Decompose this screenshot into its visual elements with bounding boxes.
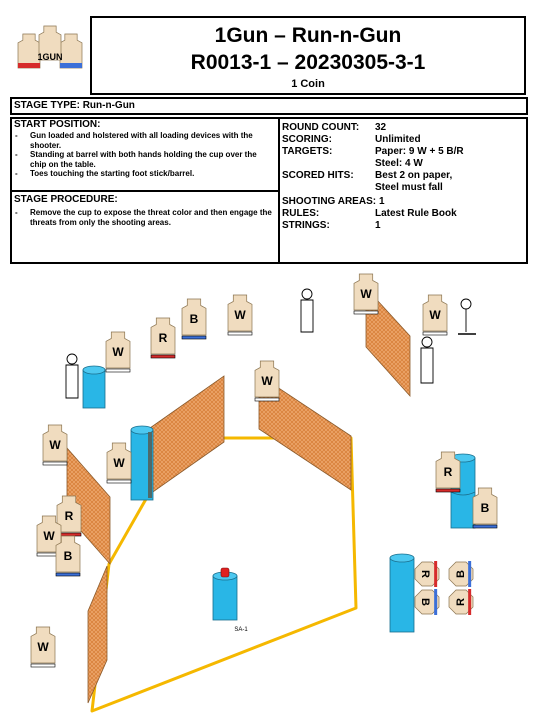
start-position-item: Standing at barrel with both hands holdi… [14, 150, 274, 169]
logo-target [38, 25, 62, 61]
wall-center-left [149, 375, 225, 495]
barrel-stack [130, 425, 154, 501]
target-letter: B [481, 501, 490, 515]
paper-target-white: W [42, 424, 68, 466]
targets-steel: Steel: 4 W [375, 158, 423, 169]
paper-target-blue: B [414, 589, 440, 615]
start-barrel [212, 567, 238, 621]
target-letter: W [360, 287, 372, 301]
target-letter: B [455, 570, 467, 578]
barrel-stack-bottom-right [389, 553, 415, 633]
paper-target-white: W [422, 294, 448, 336]
target-letter: W [112, 345, 124, 359]
logo-targets-icon: 1GUN [17, 25, 83, 69]
section-divider [12, 190, 278, 192]
target-letter: W [234, 308, 246, 322]
round-count-label: ROUND COUNT: [282, 122, 360, 133]
shooting-areas-label: SHOOTING AREAS: [282, 196, 377, 207]
target-letter: W [429, 308, 441, 322]
target-letter: B [64, 549, 73, 563]
paper-target-white: W [30, 626, 56, 668]
stage-procedure-list: Remove the cup to expose the threat colo… [12, 208, 278, 227]
target-letter: W [113, 456, 125, 470]
paper-target-red: R [435, 451, 461, 493]
scored-hits-label: SCORED HITS: [282, 170, 354, 181]
paper-target-blue: B [181, 298, 207, 340]
stage-title: 1Gun – Run-n-Gun [214, 24, 402, 47]
paper-target-red: R [56, 495, 82, 537]
strings-value: 1 [375, 220, 381, 231]
scored-hits-2: Steel must fall [375, 182, 443, 193]
target-letter: B [419, 598, 431, 606]
logo-target [17, 33, 41, 69]
paper-target-blue: B [472, 487, 498, 529]
paper-target-blue: B [448, 561, 474, 587]
target-letter: R [444, 465, 453, 479]
paper-target-red: R [448, 589, 474, 615]
stage-procedure-heading: STAGE PROCEDURE: [14, 194, 118, 205]
steel-popper-icon [458, 298, 476, 335]
target-letter: R [65, 509, 74, 523]
paper-target-white: W [36, 515, 62, 557]
rules-value: Latest Rule Book [375, 208, 457, 219]
start-position-item: Gun loaded and holstered with all loadin… [14, 131, 274, 150]
stage-info-box: START POSITION: Gun loaded and holstered… [10, 117, 528, 264]
targets-label: TARGETS: [282, 146, 333, 157]
targets-paper: Paper: 9 W + 5 B/R [375, 146, 464, 157]
target-letter: W [49, 438, 61, 452]
paper-target-white: W [254, 360, 280, 402]
wall-center-right [258, 374, 352, 491]
steel-target-silhouette [300, 288, 314, 333]
round-count-value: 32 [375, 122, 387, 133]
paper-target-blue: B [55, 535, 81, 577]
target-letter: W [37, 640, 49, 654]
shooting-areas-value: 1 [379, 196, 385, 207]
wall-left-upper [66, 446, 111, 566]
target-letter: W [43, 529, 55, 543]
paper-target-red: R [150, 317, 176, 359]
target-letter: R [419, 570, 431, 578]
strings-label: STRINGS: [282, 220, 330, 231]
steel-target-silhouette [420, 336, 434, 384]
stage-code: R0013-1 – 20230305-3-1 [190, 51, 426, 74]
start-position-item: Toes touching the starting foot stick/ba… [14, 169, 274, 179]
barrel [82, 365, 106, 409]
stage-type: STAGE TYPE: Run-n-Gun [10, 97, 528, 115]
scoring-label: SCORING: [282, 134, 332, 145]
paper-target-white: W [105, 331, 131, 373]
scoring-value: Unlimited [375, 134, 421, 145]
procedure-column: START POSITION: Gun loaded and holstered… [12, 119, 280, 262]
steel-target-silhouette [65, 353, 79, 399]
target-letter: B [190, 312, 199, 326]
scored-hits-1: Best 2 on paper, [375, 170, 453, 181]
logo-target [59, 33, 83, 69]
header-box: 1Gun – Run-n-Gun R0013-1 – 20230305-3-1 … [90, 16, 526, 95]
coin-count: 1 Coin [291, 78, 325, 90]
target-letter: R [159, 331, 168, 345]
paper-target-white: W [227, 294, 253, 336]
target-letter: W [261, 374, 273, 388]
paper-target-red: R [414, 561, 440, 587]
target-letter: R [455, 598, 467, 606]
wall-right-upper [365, 286, 411, 398]
paper-target-white: W [353, 273, 379, 315]
logo-text: 1GUN [37, 52, 62, 62]
wall-left-lower [87, 565, 108, 704]
rules-label: RULES: [282, 208, 320, 219]
start-position-list: Gun loaded and holstered with all loadin… [12, 131, 278, 179]
stage-procedure-item: Remove the cup to expose the threat colo… [14, 208, 274, 227]
start-position-heading: START POSITION: [14, 119, 101, 130]
shooting-area-label: SA-1 [234, 627, 248, 633]
paper-target-white: W [106, 442, 132, 484]
